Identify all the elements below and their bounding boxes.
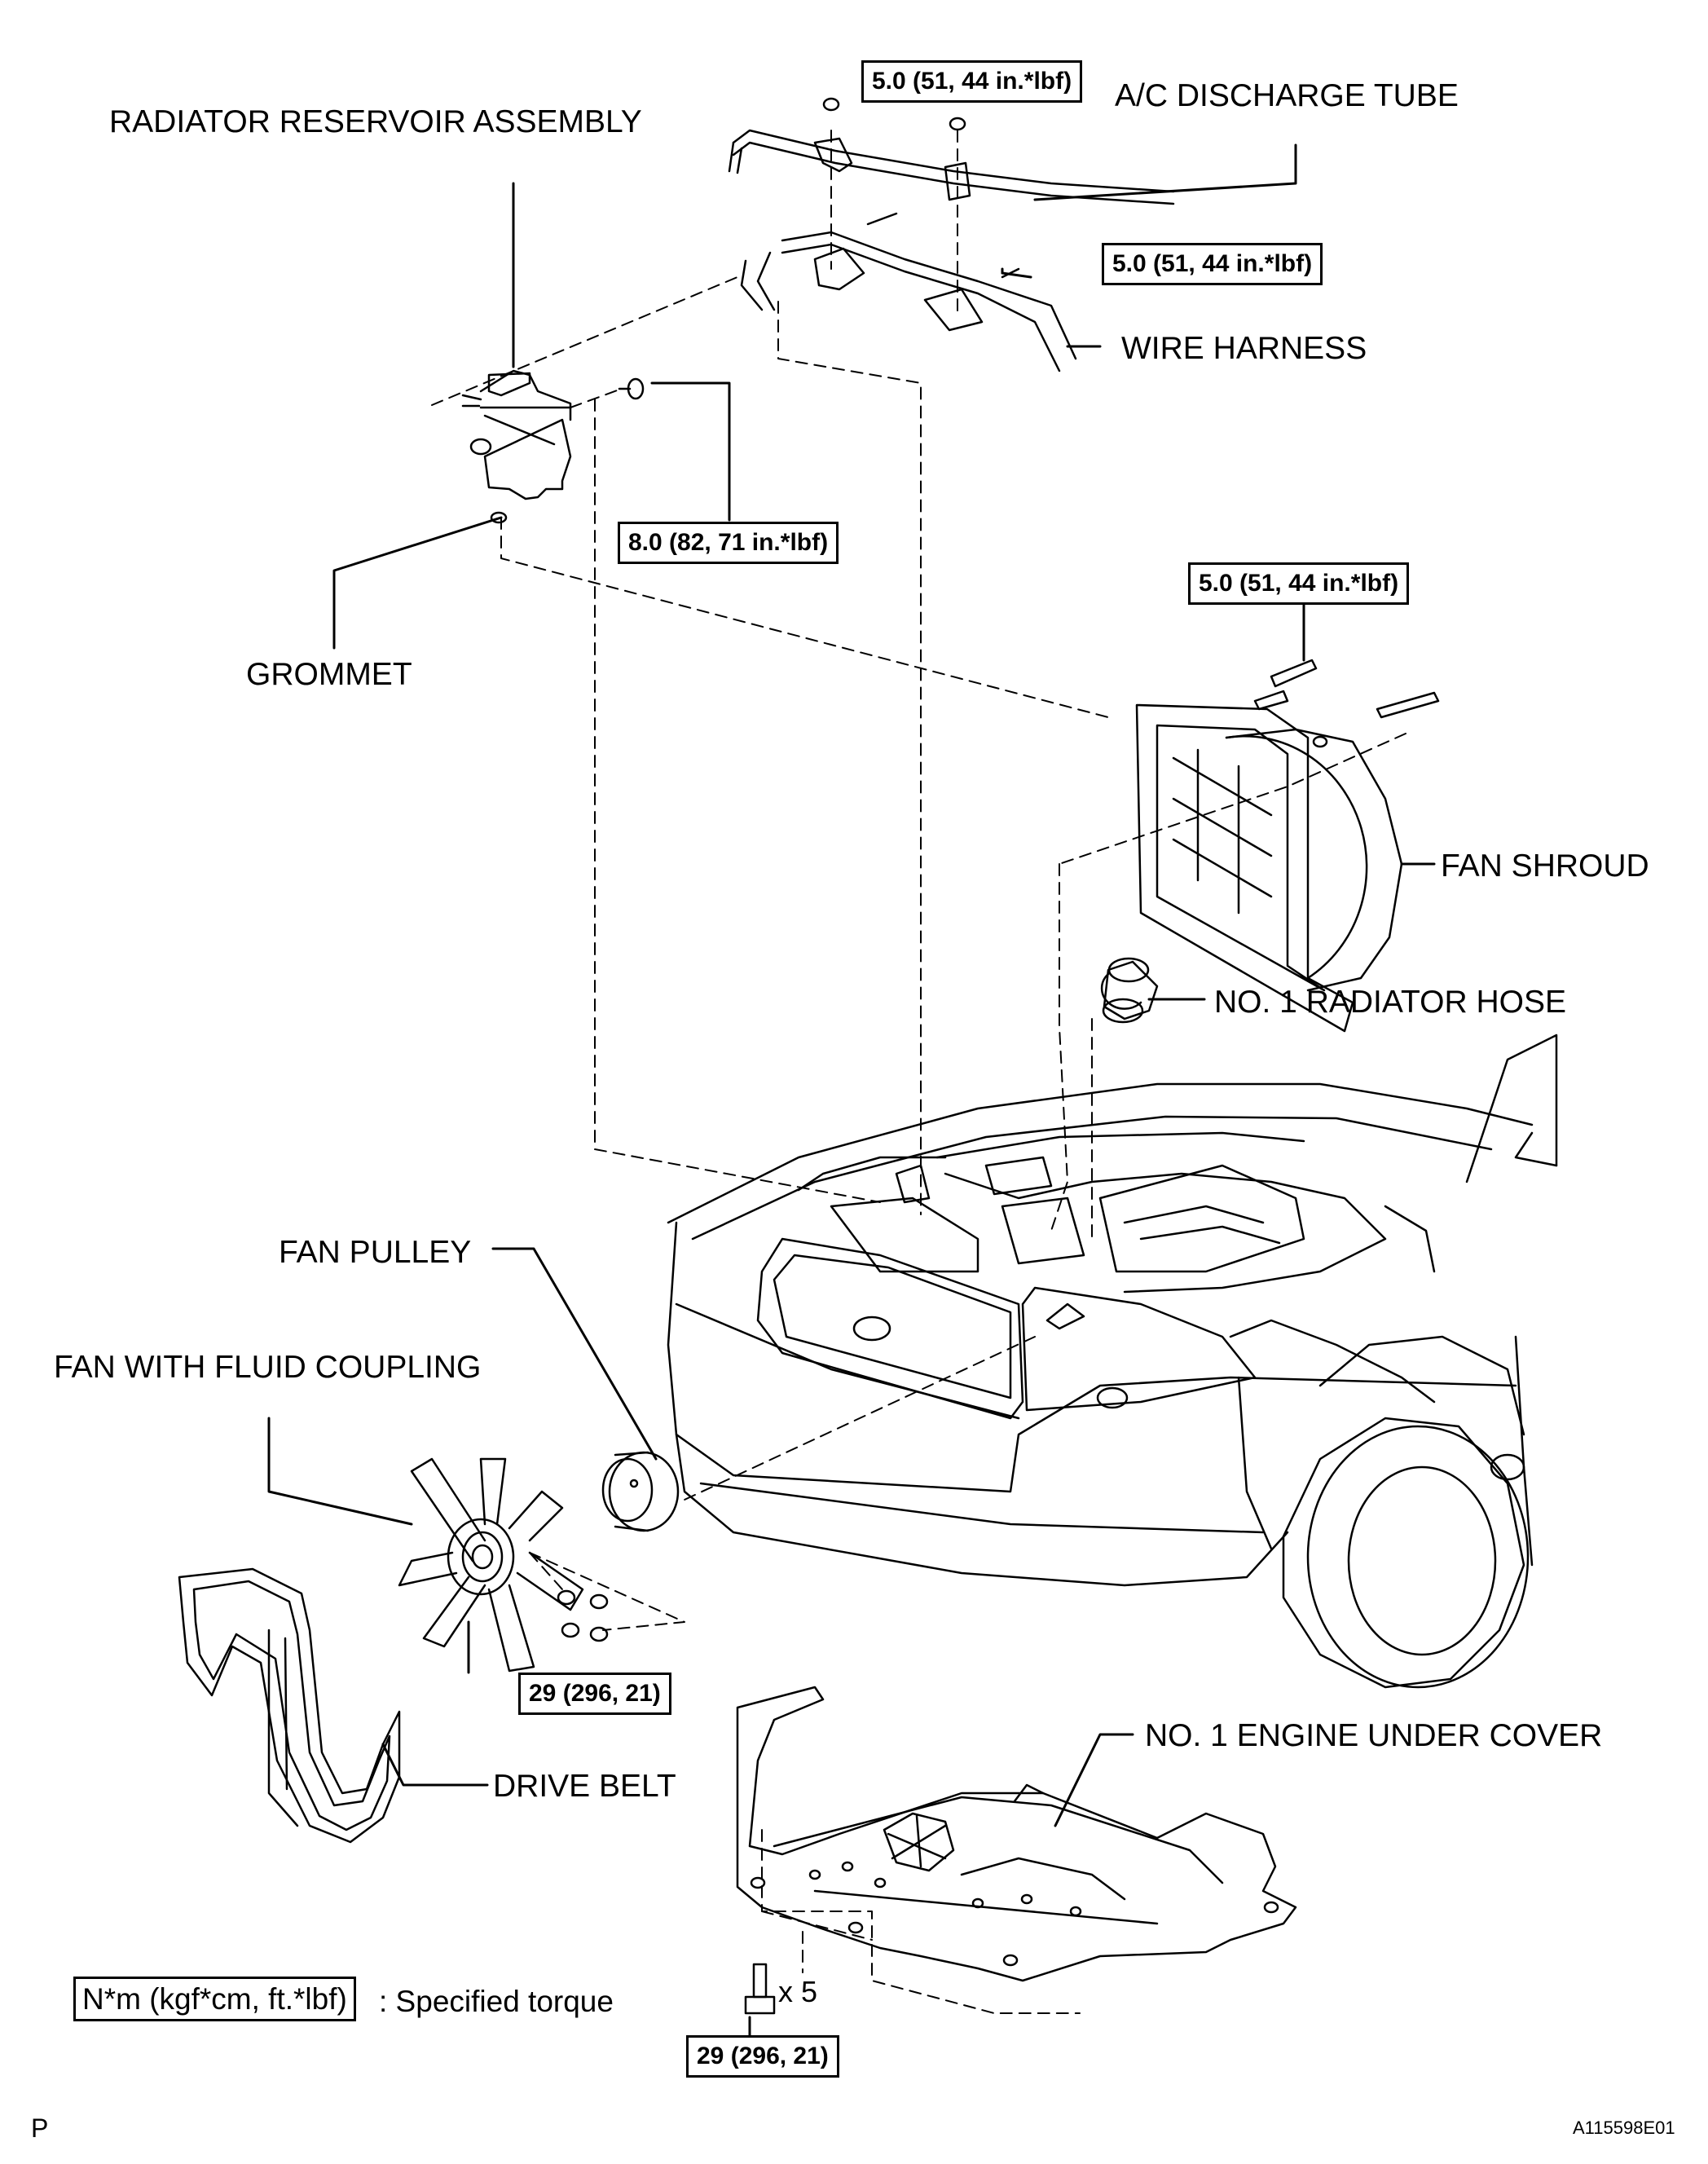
label-no1-radiator-hose: NO. 1 RADIATOR HOSE — [1214, 985, 1566, 1020]
corner-letter: P — [31, 2113, 49, 2143]
fan-shroud-shape — [1137, 660, 1438, 1031]
label-ac-discharge-tube: A/C DISCHARGE TUBE — [1115, 78, 1459, 113]
figure-id: A115598E01 — [1573, 2118, 1675, 2138]
label-fan-shroud: FAN SHROUD — [1441, 848, 1649, 884]
torque-ac-tube-nut: 5.0 (51, 44 in.*lbf) — [861, 60, 1083, 103]
torque-fan-shroud-bolt: 5.0 (51, 44 in.*lbf) — [1188, 562, 1410, 605]
bolt-quantity: x 5 — [778, 1975, 818, 2008]
label-grommet: GROMMET — [246, 657, 412, 692]
legend-text: : Specified torque — [379, 1985, 614, 2018]
label-fan-pulley: FAN PULLEY — [279, 1235, 472, 1270]
engine-under-cover-shape — [737, 1687, 1296, 1981]
label-wire-harness: WIRE HARNESS — [1121, 331, 1367, 366]
torque-fan-nuts: 29 (296, 21) — [518, 1673, 671, 1715]
leader-lines — [269, 145, 1434, 2160]
torque-under-cover-bolts: 29 (296, 21) — [686, 2035, 839, 2078]
ac-tube-harness-shape — [729, 99, 1173, 371]
radiator-hose-shape — [1102, 959, 1157, 1022]
label-radiator-reservoir-assembly: RADIATOR RESERVOIR ASSEMBLY — [109, 104, 642, 139]
drive-belt-shape — [179, 1569, 399, 1842]
label-drive-belt: DRIVE BELT — [493, 1769, 676, 1804]
vehicle-outline-shape — [668, 1035, 1556, 1687]
legend-box: N*m (kgf*cm, ft.*lbf) — [73, 1977, 356, 2021]
assembly-lines — [432, 130, 1406, 2013]
under-cover-bolt-shape — [746, 1964, 774, 2013]
label-no1-engine-under-cover: NO. 1 ENGINE UNDER COVER — [1145, 1718, 1603, 1753]
fan-shape — [399, 1459, 607, 1671]
torque-reservoir-bolt: 8.0 (82, 71 in.*lbf) — [618, 522, 839, 564]
radiator-reservoir-shape — [463, 371, 643, 522]
label-fan-with-fluid-coupling: FAN WITH FLUID COUPLING — [54, 1350, 482, 1385]
fan-pulley-shape — [603, 1452, 678, 1531]
torque-wire-harness-bolt: 5.0 (51, 44 in.*lbf) — [1102, 243, 1323, 285]
